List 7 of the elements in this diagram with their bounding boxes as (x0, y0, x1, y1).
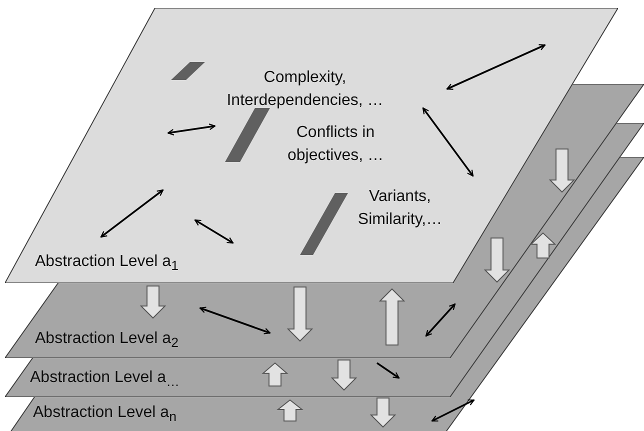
topic-text: Variants, Similarity,… (356, 187, 444, 230)
layer-label: Abstraction Level a$_{n}$ (33, 403, 176, 426)
topic-text: Conflicts in objectives, … (286, 123, 385, 166)
topic-text: Complexity, Interdependencies, … (226, 68, 384, 111)
layer-label: Abstraction Level a$_{2}$ (35, 329, 178, 352)
layer-label: Abstraction Level a$_{…}$ (30, 368, 180, 392)
layer-label: Abstraction Level a$_{1}$ (35, 252, 178, 276)
